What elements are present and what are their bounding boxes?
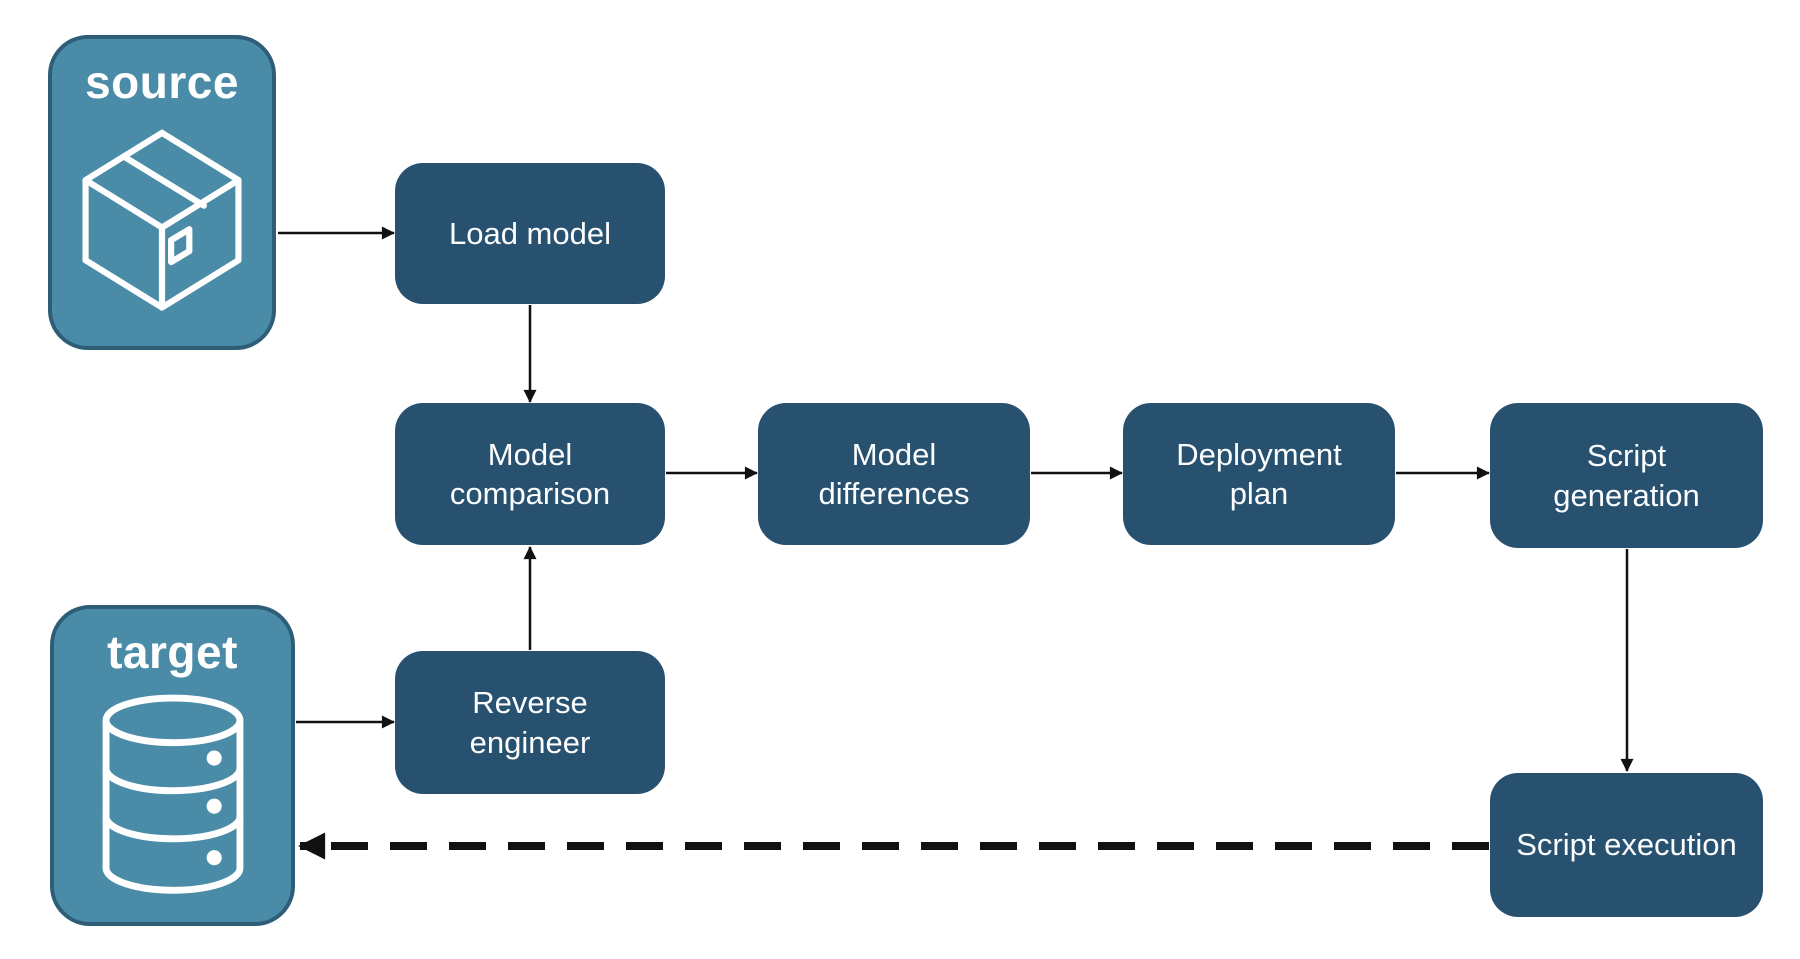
node-label: Model differences [818,436,970,511]
node-model-differences: Model differences [758,403,1030,545]
node-label: Script execution [1516,827,1737,863]
node-label: Model comparison [449,436,611,511]
node-label: Reverse engineer [469,685,591,760]
node-label: Deployment plan [1176,436,1342,511]
source-label: source [85,56,239,108]
node-script-execution: Script execution [1490,773,1763,917]
node-deployment-plan: Deployment plan [1123,403,1395,545]
database-icon [54,678,291,922]
package-icon [52,108,272,346]
node-label: Load model [448,215,611,251]
node-script-generation: Script generation [1490,403,1763,548]
node-source: source [48,35,276,350]
node-label: Script generation [1553,438,1700,513]
target-label: target [107,626,238,678]
node-model-comparison: Model comparison [395,403,665,545]
node-target: target [50,605,295,926]
node-reverse-engineer: Reverse engineer [395,651,665,794]
node-load-model: Load model [395,163,665,304]
